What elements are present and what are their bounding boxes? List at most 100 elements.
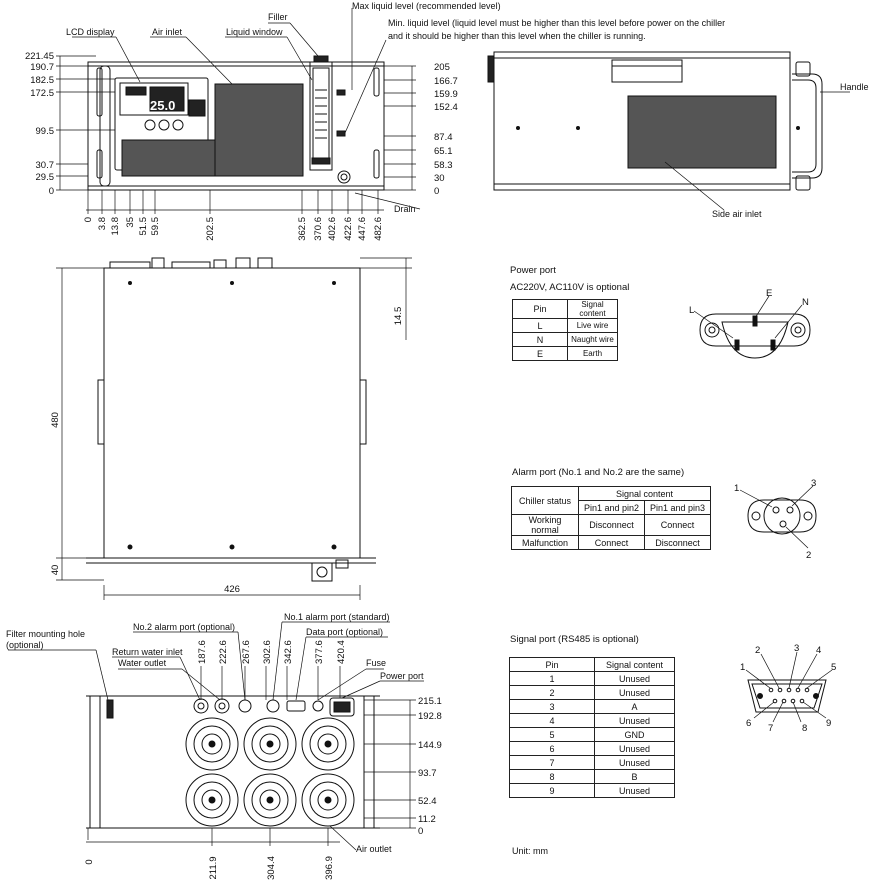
- power-header-signal: Signal content: [567, 299, 618, 319]
- svg-text:222.6: 222.6: [218, 640, 229, 664]
- svg-text:9: 9: [826, 718, 831, 729]
- rear-view: [8, 621, 424, 851]
- svg-text:30: 30: [434, 173, 445, 184]
- rear-bottom-dims: 0 211.9 304.4 396.9: [84, 856, 335, 880]
- svg-text:182.5: 182.5: [30, 75, 54, 86]
- label-fuse: Fuse: [366, 658, 386, 668]
- signal-pin-labels: 1 2 3 4 5 6 7 8 9: [740, 643, 836, 734]
- knob-3: [172, 119, 184, 131]
- svg-text:420.4: 420.4: [336, 640, 347, 664]
- signal-port-title: Signal port (RS485 is optional): [510, 634, 639, 645]
- svg-text:370.6: 370.6: [313, 217, 324, 241]
- label-filter-hole-1: Filter mounting hole: [6, 629, 85, 639]
- svg-text:1: 1: [740, 662, 745, 673]
- label-air-outlet: Air outlet: [356, 844, 392, 854]
- svg-text:215.1: 215.1: [418, 696, 442, 707]
- fuse: [312, 700, 324, 712]
- svg-text:1: 1: [734, 483, 739, 494]
- svg-text:L: L: [689, 305, 694, 316]
- rear-top-dims: 187.6 222.6 267.6 302.6 342.6 377.6 420.…: [197, 640, 347, 664]
- svg-text:144.9: 144.9: [418, 740, 442, 751]
- svg-text:0: 0: [83, 217, 94, 222]
- label-max-liquid: Max liquid level (recommended level): [352, 1, 501, 11]
- svg-text:52.4: 52.4: [418, 796, 437, 807]
- label-return-water: Return water inlet: [112, 647, 183, 657]
- label-data-port: Data port (optional): [306, 627, 383, 637]
- svg-text:2: 2: [755, 645, 760, 656]
- data-port: [286, 700, 306, 712]
- svg-text:0: 0: [418, 826, 423, 837]
- table-row: N Naught wire: [512, 332, 618, 347]
- svg-text:422.6: 422.6: [343, 217, 354, 241]
- label-power-port: Power port: [380, 671, 424, 681]
- label-drain: Drain: [394, 204, 416, 214]
- table-row: Malfunction Connect Disconnect: [511, 535, 711, 550]
- front-view-labels: LCD display Air inlet Liquid window Fill…: [25, 1, 725, 241]
- alarm-port-title: Alarm port (No.1 and No.2 are the same): [512, 467, 685, 478]
- svg-text:6: 6: [746, 718, 751, 729]
- label-min-liquid-2: and it should be higher than this level …: [388, 31, 646, 41]
- alarm-port-table: Chiller status Signal content Pin1 and p…: [511, 486, 711, 550]
- alarm-header-signal: Signal content: [578, 486, 711, 501]
- top-panel: [103, 267, 361, 559]
- handle: [792, 73, 823, 179]
- label-air-inlet: Air inlet: [152, 27, 183, 37]
- svg-text:13.8: 13.8: [110, 217, 121, 236]
- air-inlet-grille: [214, 83, 304, 177]
- svg-text:221.45: 221.45: [25, 51, 54, 62]
- svg-text:N: N: [802, 297, 809, 308]
- front-right-dims: 205 166.7 159.9 152.4 87.4 65.1 58.3 30 …: [434, 62, 458, 197]
- front-view: [87, 55, 385, 191]
- label-filter-hole-2: (optional): [6, 640, 44, 650]
- power-header-pin: Pin: [512, 299, 568, 319]
- svg-text:377.6: 377.6: [314, 640, 325, 664]
- label-no1-alarm: No.1 alarm port (standard): [284, 612, 390, 622]
- table-row: L Live wire: [512, 318, 618, 333]
- side-air-inlet-grille: [627, 95, 777, 169]
- svg-text:202.5: 202.5: [205, 217, 216, 241]
- svg-text:51.5: 51.5: [138, 217, 149, 236]
- svg-text:3.8: 3.8: [97, 217, 108, 230]
- no2-alarm-port: [238, 699, 252, 713]
- svg-text:159.9: 159.9: [434, 89, 458, 100]
- svg-text:65.1: 65.1: [434, 146, 453, 157]
- svg-text:152.4: 152.4: [434, 102, 458, 113]
- svg-text:30.7: 30.7: [36, 160, 55, 171]
- label-filler: Filler: [268, 12, 288, 22]
- svg-text:447.6: 447.6: [357, 217, 368, 241]
- svg-text:342.6: 342.6: [283, 640, 294, 664]
- svg-text:192.8: 192.8: [418, 711, 442, 722]
- label-lcd-display: LCD display: [66, 27, 115, 37]
- svg-text:87.4: 87.4: [434, 132, 453, 143]
- fan-grid: [185, 717, 355, 827]
- filler-cap: [313, 55, 329, 63]
- svg-text:172.5: 172.5: [30, 88, 54, 99]
- side-view-labels: Handle Side air inlet: [712, 82, 869, 219]
- svg-text:267.6: 267.6: [241, 640, 252, 664]
- svg-text:0: 0: [49, 186, 54, 197]
- svg-text:396.9: 396.9: [324, 856, 335, 880]
- top-view-labels: 480 14.5 40 426: [50, 307, 404, 595]
- svg-text:302.6: 302.6: [262, 640, 273, 664]
- signal-port-symbol: [745, 651, 833, 723]
- return-water-inlet: [193, 698, 209, 714]
- power-port-subtitle: AC220V, AC110V is optional: [510, 282, 630, 293]
- lcd-value: 25.0: [150, 98, 175, 113]
- rear-right-dims: 215.1 192.8 144.9 93.7 52.4 11.2 0: [418, 696, 442, 837]
- svg-text:29.5: 29.5: [36, 172, 55, 183]
- dim-width: 426: [224, 584, 240, 595]
- dim-bottom-offset: 40: [50, 565, 61, 576]
- svg-text:0: 0: [434, 186, 439, 197]
- svg-text:58.3: 58.3: [434, 160, 453, 171]
- svg-text:3: 3: [794, 643, 799, 654]
- label-side-air-inlet: Side air inlet: [712, 209, 762, 219]
- label-min-liquid-1: Min. liquid level (liquid level must be …: [388, 18, 725, 28]
- label-handle: Handle: [840, 82, 869, 92]
- power-pin-labels: L E N: [689, 288, 809, 316]
